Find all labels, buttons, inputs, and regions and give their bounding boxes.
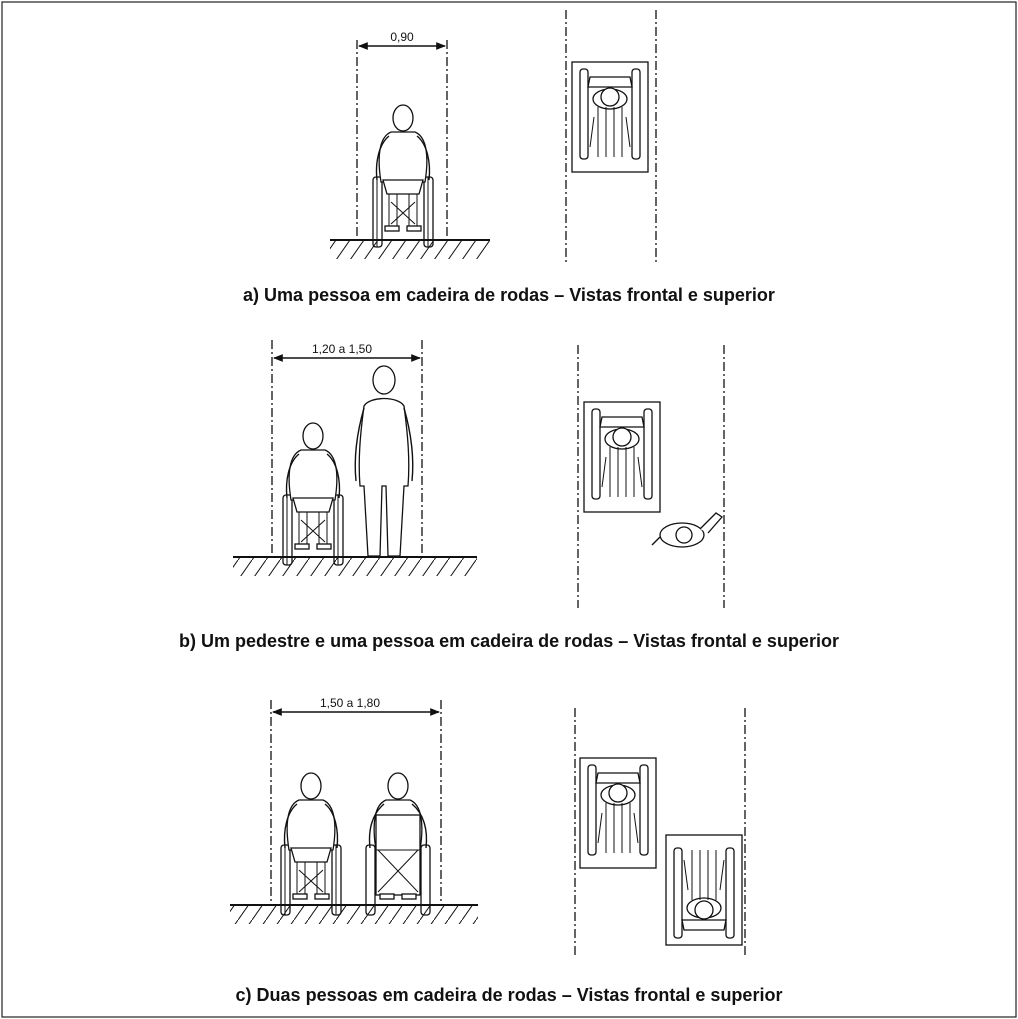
dimension-label-a: 0,90 bbox=[390, 30, 414, 44]
figure-a-top-view bbox=[565, 10, 657, 265]
dimension-label-c: 1,50 a 1,80 bbox=[320, 696, 380, 710]
figure-c-front-view: 1,50 a 1,80 bbox=[230, 696, 478, 924]
dimension-label-b: 1,20 a 1,50 bbox=[312, 342, 372, 356]
figure-b-front-view: 1,20 a 1,50 bbox=[233, 340, 477, 576]
figure-a-front-view: 0,90 bbox=[330, 30, 490, 259]
caption-c: c) Duas pessoas em cadeira de rodas – Vi… bbox=[235, 985, 783, 1005]
figure-b-top-view bbox=[577, 345, 725, 608]
caption-b: b) Um pedestre e uma pessoa em cadeira d… bbox=[179, 631, 839, 651]
figure-c-top-view bbox=[574, 708, 746, 957]
caption-a: a) Uma pessoa em cadeira de rodas – Vist… bbox=[243, 285, 775, 305]
